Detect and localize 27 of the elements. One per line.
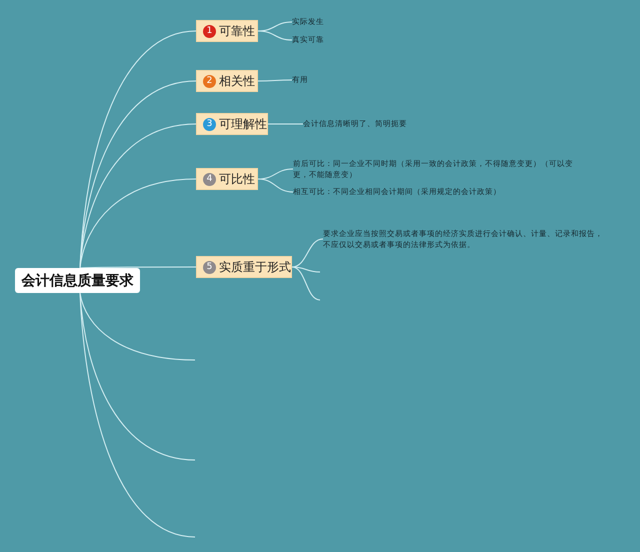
branch-line [80,178,196,268]
branch-line [292,238,324,268]
number-badge: 2 [203,74,216,88]
branch-line [292,266,320,272]
topic-label: 可比性 [219,170,255,188]
branch-line [80,292,196,538]
branch-line [258,30,292,40]
branch-line [258,178,294,192]
topic-box [196,168,258,190]
topic-label: 相关性 [219,72,255,90]
number-badge: 4 [203,172,216,186]
topic-label: 可理解性 [219,116,267,132]
topic-box [196,256,292,278]
branch-line [80,266,196,268]
topic-box [196,20,258,42]
topic-box [196,70,258,92]
branch-line [292,266,320,300]
branch-line [80,292,196,360]
topic-label: 实质重于形式 [219,258,291,276]
root-topic-box: 会计信息质量要求 [15,268,140,293]
branch-line [258,80,292,82]
topic-box [196,113,268,135]
number-badge: 5 [203,260,216,274]
number-badge: 3 [203,118,216,130]
branch-line [80,124,196,268]
topic-label: 可靠性 [219,22,255,40]
number-badge: 1 [203,24,216,38]
